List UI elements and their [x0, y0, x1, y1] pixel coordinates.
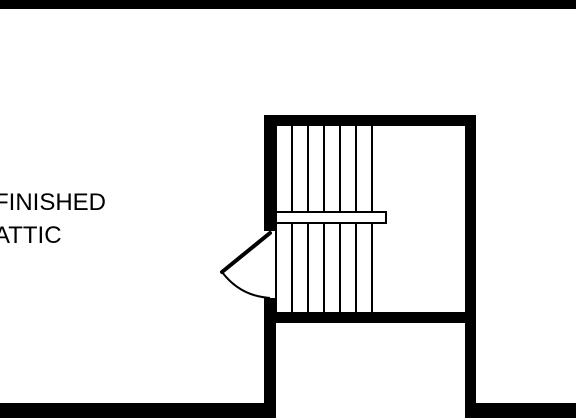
staircase: [275, 126, 387, 312]
door-swing-arc: [221, 271, 271, 299]
room-label-finished-attic: FINISHED ATTIC: [0, 186, 106, 252]
door-leaf: [220, 231, 272, 274]
stair-wall-top: [264, 115, 476, 126]
exterior-wall-top: [0, 0, 576, 9]
exterior-wall-bottom-left: [0, 403, 274, 418]
room-label-line1: FINISHED: [0, 189, 107, 216]
stair-wall-right: [465, 115, 476, 418]
stair-landing-wall: [264, 312, 476, 323]
room-label-line2: ATTIC: [0, 222, 62, 249]
exterior-wall-bottom-right: [465, 403, 576, 418]
stair-wall-left-upper: [264, 115, 276, 231]
stair-wall-left-lower: [264, 298, 276, 418]
stair-handrail-bar: [275, 211, 387, 224]
